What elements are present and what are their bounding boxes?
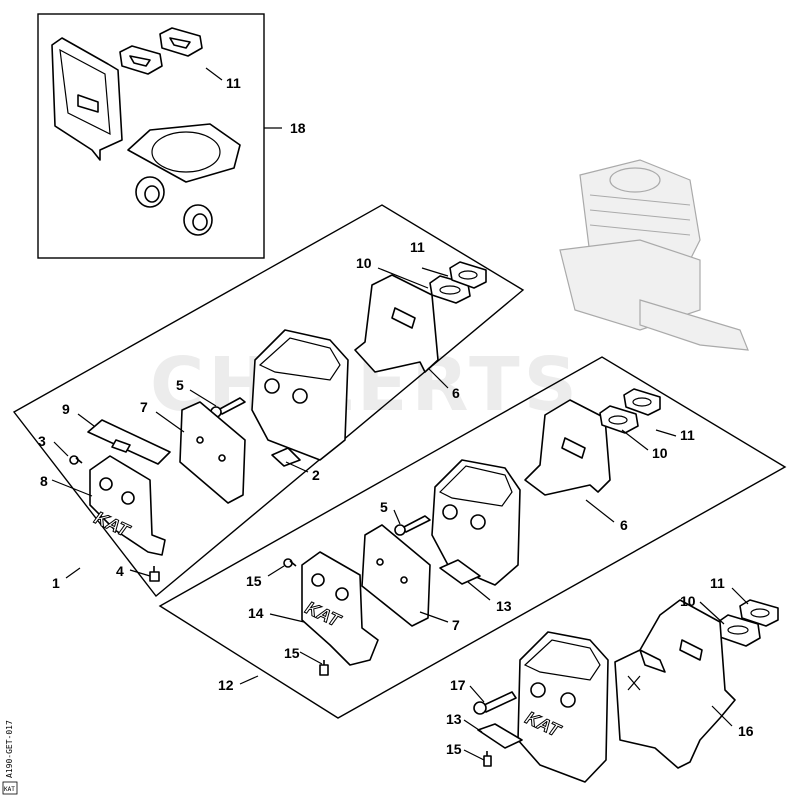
screw-17 (481, 691, 517, 713)
label-15c: 15 (446, 741, 462, 757)
kit-1-frame (12, 204, 525, 598)
baffle-plate-7b (361, 524, 431, 627)
screw-15c (483, 751, 492, 767)
kit-12-frame (158, 356, 787, 719)
label-16: 16 (738, 723, 754, 739)
label-10b: 10 (652, 445, 668, 461)
label-18: 18 (290, 120, 306, 136)
screw-15a (283, 558, 297, 568)
loose-parts: KAT (473, 599, 779, 783)
label-11b: 11 (410, 239, 425, 255)
drawing-code-box (2, 781, 18, 795)
gasket-10b (599, 405, 639, 434)
label-14: 14 (248, 605, 264, 621)
label-15b: 15 (284, 645, 300, 661)
label-8: 8 (40, 473, 48, 489)
label-11a: 11 (226, 75, 241, 91)
heat-shield-16 (614, 599, 736, 769)
label-10a: 10 (356, 255, 372, 271)
drawing-code-suffix: KAT (4, 786, 15, 793)
heat-shield-6a (354, 274, 439, 373)
drawing-code: A190-GET-017 (5, 720, 14, 778)
baffle-plate-7a (179, 401, 246, 504)
callout-labels: 18 11 11 10 6 5 7 9 2 3 8 4 1 11 10 6 5 … (38, 75, 754, 757)
spark-screen-13b (477, 723, 523, 749)
label-17: 17 (450, 677, 466, 693)
label-5b: 5 (380, 499, 388, 515)
muffler-large (517, 631, 609, 783)
engine-cylinder-illustration (559, 159, 749, 351)
label-12: 12 (218, 677, 234, 693)
gasket-11b (449, 261, 487, 289)
screw-3 (69, 455, 83, 465)
heat-shield-gasket-set (51, 27, 241, 236)
label-13b: 13 (446, 711, 462, 727)
screw-4 (149, 566, 160, 582)
label-7b: 7 (452, 617, 460, 633)
label-1: 1 (52, 575, 60, 591)
label-5a: 5 (176, 377, 184, 393)
ring-2 (183, 204, 213, 236)
screw-15b (319, 660, 329, 676)
muffler-kit-12: KAT (283, 388, 661, 676)
plate-9 (87, 419, 171, 465)
spark-screen-13a (439, 559, 481, 585)
label-11d: 11 (710, 575, 725, 591)
label-7a: 7 (140, 399, 148, 415)
gasket-set-frame (37, 13, 265, 259)
catalyst-cover-8 (89, 455, 166, 556)
label-6a: 6 (452, 385, 460, 401)
label-11c: 11 (680, 427, 695, 443)
label-6b: 6 (620, 517, 628, 533)
gasket-11d (739, 599, 779, 627)
label-2: 2 (312, 467, 320, 483)
gasket-11c (623, 388, 661, 416)
ring-1 (135, 176, 165, 208)
spark-screen-2 (271, 447, 301, 467)
label-3: 3 (38, 433, 46, 449)
label-9: 9 (62, 401, 70, 417)
leader-lines (51, 67, 749, 761)
screw-5b (401, 515, 431, 533)
label-10c: 10 (680, 593, 696, 609)
label-4: 4 (116, 563, 124, 579)
label-13a: 13 (496, 598, 512, 614)
label-15a: 15 (246, 573, 262, 589)
